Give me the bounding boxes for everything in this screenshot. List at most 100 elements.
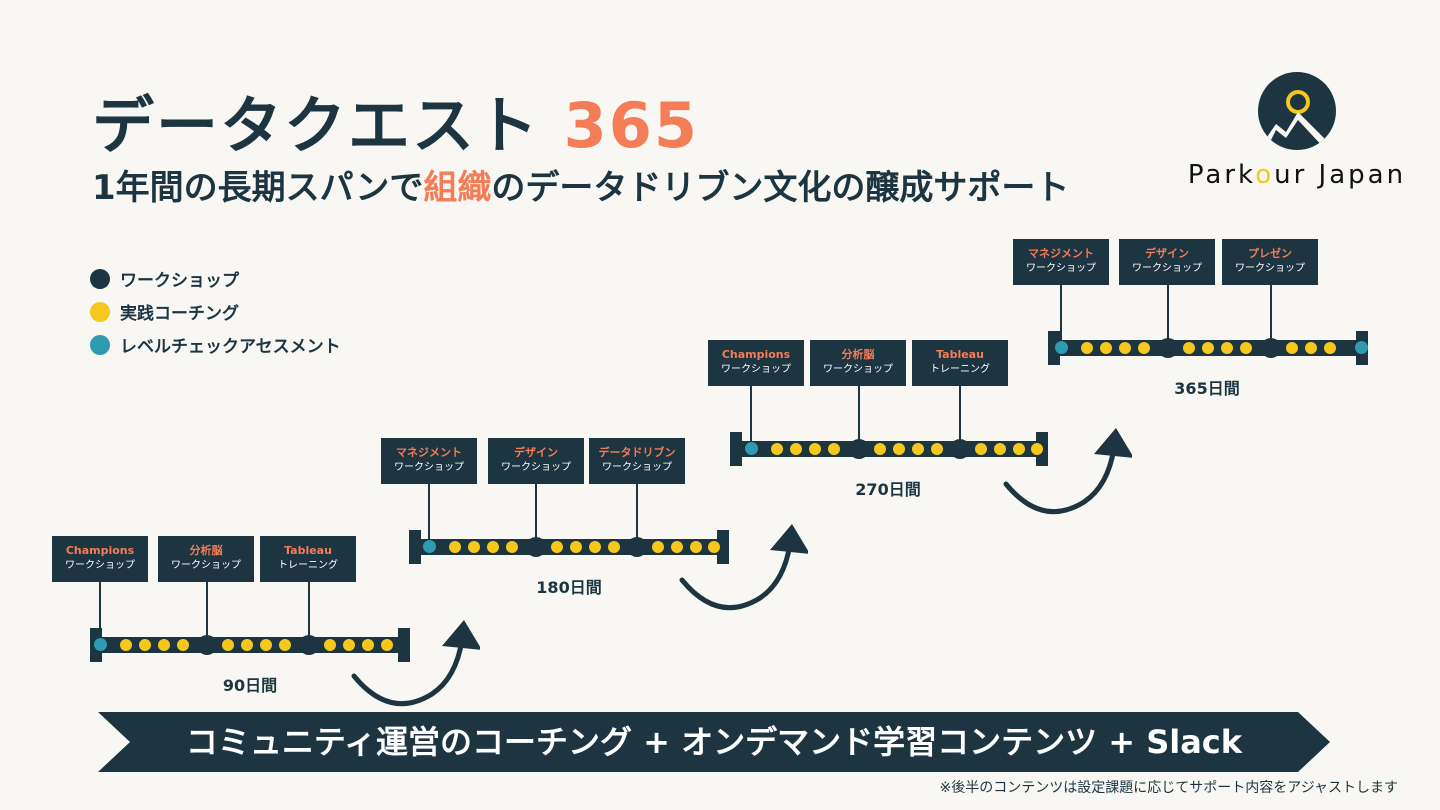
coaching-dot — [690, 541, 702, 553]
coaching-dot — [177, 639, 189, 651]
legend-label: 実践コーチング — [120, 304, 239, 324]
stage-box: Tableau トレーニング — [912, 340, 1008, 386]
coaching-dot — [828, 443, 840, 455]
stage-box: デザインワークショップ — [1119, 239, 1215, 285]
coaching-dot — [975, 443, 987, 455]
coaching-dot — [790, 443, 802, 455]
page-subtitle: 1年間の長期スパンで組織のデータドリブン文化の醸成サポート — [92, 168, 1069, 209]
curved-arrow-icon — [1003, 428, 1132, 515]
coaching-dot — [771, 443, 783, 455]
box-title: Champions — [65, 544, 135, 557]
workshop-dot — [526, 537, 546, 557]
coaching-dot — [1100, 342, 1112, 354]
workshop-dot — [197, 635, 217, 655]
coaching-dot — [551, 541, 563, 553]
coaching-dot — [260, 639, 272, 651]
coaching-dot — [708, 541, 720, 553]
connector-line — [1167, 285, 1169, 349]
assessment-dot-icon — [90, 334, 110, 355]
box-subtitle: トレーニング — [278, 560, 338, 571]
connector-line — [858, 386, 860, 450]
logo-text-pre: Park — [1187, 160, 1256, 190]
coaching-dot — [1240, 342, 1252, 354]
coaching-dot — [671, 541, 683, 553]
stage-days-label: 365日間 — [1174, 379, 1240, 398]
footnote: ※後半のコンテンツは設定課題に応じてサポート内容をアジャストします — [939, 780, 1398, 796]
coaching-dot — [1202, 342, 1214, 354]
stage-days-label: 90日間 — [222, 676, 278, 695]
box-subtitle: ワークショップ — [501, 462, 571, 473]
page-title: データクエスト 365 — [92, 91, 699, 160]
coaching-dot — [1013, 443, 1025, 455]
connector-line — [99, 582, 101, 646]
coaching-dot — [608, 541, 620, 553]
coaching-dot — [158, 639, 170, 651]
stage-box: マネジメントワークショップ — [381, 438, 477, 484]
box-subtitle: ワークショップ — [1026, 263, 1096, 274]
coaching-dot — [1221, 342, 1233, 354]
subtitle-pre: 1年間の長期スパンで — [92, 168, 424, 208]
coaching-dot — [893, 443, 905, 455]
subtitle-accent: 組織 — [423, 168, 492, 208]
connector-line — [1060, 285, 1062, 349]
coaching-dot — [931, 443, 943, 455]
box-title: マネジメント — [1028, 247, 1094, 260]
coaching-dot — [343, 639, 355, 651]
connector-line — [1270, 285, 1272, 349]
legend-item-coaching: 実践コーチング — [90, 295, 341, 328]
legend-item-assessment: レベルチェックアセスメント — [90, 328, 341, 361]
stage-box: 分析脳ワークショップ — [810, 340, 906, 386]
curved-arrow-icon — [679, 524, 808, 611]
box-title: データドリブン — [598, 446, 676, 459]
legend-label: ワークショップ — [120, 271, 239, 291]
workshop-dot — [950, 439, 970, 459]
coaching-dot — [139, 639, 151, 651]
coaching-dot — [487, 541, 499, 553]
mountain-sun-icon — [1258, 72, 1336, 150]
coaching-dot — [1081, 342, 1093, 354]
box-title: 分析脳 — [189, 544, 223, 557]
coaching-dot — [1031, 443, 1043, 455]
coaching-dot — [874, 443, 886, 455]
box-title: デザイン — [514, 446, 558, 459]
banner-text: コミュニティ運営のコーチング + オンデマンド学習コンテンツ + Slack — [185, 723, 1243, 761]
coaching-dot — [1286, 342, 1298, 354]
coaching-dot — [362, 639, 374, 651]
legend-label: レベルチェックアセスメント — [120, 337, 341, 357]
stage-box: Tableau トレーニング — [260, 536, 356, 582]
legend: ワークショップ 実践コーチング レベルチェックアセスメント — [90, 262, 341, 361]
coaching-dot — [449, 541, 461, 553]
box-subtitle: ワークショップ — [602, 462, 672, 473]
coaching-dot — [809, 443, 821, 455]
coaching-dot — [652, 541, 664, 553]
box-title: マネジメント — [396, 446, 462, 459]
box-subtitle: ワークショップ — [721, 364, 791, 375]
box-subtitle: ワークショップ — [65, 560, 135, 571]
assessment-dot — [423, 540, 436, 553]
workshop-dot-icon — [90, 268, 110, 289]
box-title: Tableau — [936, 348, 984, 361]
box-title: プレゼン — [1248, 247, 1292, 260]
coaching-dot — [279, 639, 291, 651]
coaching-dot — [381, 639, 393, 651]
coaching-dot — [912, 443, 924, 455]
connector-line — [750, 386, 752, 450]
box-subtitle: ワークショップ — [1132, 263, 1202, 274]
coaching-dot — [570, 541, 582, 553]
box-subtitle: ワークショップ — [171, 560, 241, 571]
box-subtitle: ワークショップ — [1235, 263, 1305, 274]
connector-line — [308, 582, 310, 646]
stage-box: Champions ワークショップ — [52, 536, 148, 582]
coaching-dot — [994, 443, 1006, 455]
legend-item-workshop: ワークショップ — [90, 262, 341, 295]
assessment-dot — [745, 442, 758, 455]
box-subtitle: トレーニング — [930, 364, 990, 375]
coaching-dot — [1183, 342, 1195, 354]
stage-box: デザインワークショップ — [488, 438, 584, 484]
assessment-dot — [1055, 341, 1068, 354]
connector-line — [206, 582, 208, 646]
box-title: Tableau — [284, 544, 332, 557]
bottom-banner: コミュニティ運営のコーチング + オンデマンド学習コンテンツ + Slack — [98, 712, 1330, 772]
connector-line — [428, 484, 430, 548]
